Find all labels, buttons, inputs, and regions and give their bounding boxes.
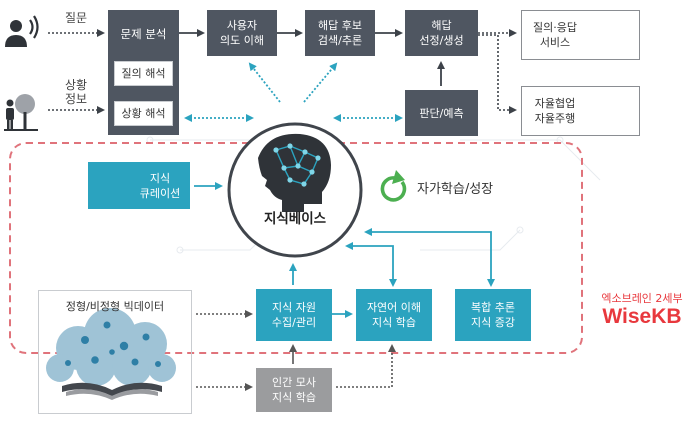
reason-line1: 복합 추론 [471,301,515,314]
query-interpret-text: 질의 해석 [121,67,166,80]
search-line2: 검색/추론 [317,34,363,47]
curation-line2: 큐레이션 [139,186,181,200]
situation-interpret-box[interactable]: 상황 해석 [114,101,173,126]
human-to-nlu-arrow [336,344,396,388]
collect-line2: 수집/관리 [271,316,317,329]
cycle-arrow-icon [380,170,407,202]
self-learning-label: 자가학습/성장 [417,182,494,197]
intent-line2: 의도 이해 [220,34,264,47]
search-box[interactable]: 해답 후보 검색/추론 [305,10,375,56]
kb-to-intent-connector [248,62,281,103]
nlu-line1: 자연어 이해 [366,301,422,314]
intent-box[interactable]: 사용자 의도 이해 [207,10,277,56]
to-auto-arrow [478,34,517,114]
bigdata-panel [38,290,192,414]
brand-subtitle: 엑소브레인 2세부 [601,292,683,305]
user-speaking-icon [5,15,39,47]
qa-service-label: 질의·응답 서비스 [523,12,587,58]
reason-line2: 지식 증강 [471,316,515,329]
human-line1: 인간 모사 [272,376,316,389]
problem-analysis-title: 문제 분석 [108,22,179,46]
kb-nlu-arrow [345,242,397,287]
qa-line1: 질의·응답 [533,21,577,34]
query-interpret-box[interactable]: 질의 해석 [114,61,173,86]
nlu-box[interactable]: 자연어 이해 지식 학습 [356,289,432,341]
book-wordcloud-icon [46,308,176,400]
select-line2: 선정/생성 [419,34,464,47]
situation-label-line1: 상황 [64,78,88,92]
qa-service-box[interactable] [521,10,640,60]
curation-box[interactable] [88,162,190,209]
brand-name: WiseKB [602,305,682,328]
question-label: 질문 [64,11,88,25]
judge-text: 판단/예측 [419,106,464,120]
kb-reason-arrow [364,228,495,287]
situation-label: 상황 정보 [56,78,96,106]
collect-box[interactable]: 지식 자원 수집/관리 [256,289,332,341]
select-box[interactable]: 해답 선정/생성 [405,10,478,56]
problem-analysis-title-text: 문제 분석 [120,26,167,41]
human-line2: 지식 학습 [272,391,316,404]
curation-line1: 지식 [149,171,171,185]
qa-line2: 서비스 [539,36,571,49]
auto-line2: 자율주행 [534,112,576,125]
judge-box[interactable]: 판단/예측 [405,90,478,136]
kb-to-search-connector [303,62,338,103]
situation-interpret-text: 상황 해석 [121,107,166,120]
situation-person-icon [4,94,38,131]
kb-title: 지식베이스 [263,211,327,227]
intent-line1: 사용자 [226,19,258,32]
curation-label: 지식 큐레이션 [132,164,188,207]
brain-head-icon [258,133,331,212]
human-learning-box[interactable]: 인간 모사 지식 학습 [256,368,332,412]
autonomous-label: 자율협업 자율주행 [523,88,587,134]
bigdata-title: 정형/비정형 빅데이터 [65,300,165,313]
auto-line1: 자율협업 [534,97,576,110]
situation-label-line2: 정보 [64,92,88,106]
autonomous-box[interactable] [521,86,640,136]
select-line1: 해답 [431,19,452,32]
search-line1: 해답 후보 [318,19,362,32]
nlu-line2: 지식 학습 [372,316,416,329]
reason-box[interactable]: 복합 추론 지식 증강 [455,289,531,341]
collect-line1: 지식 자원 [272,301,316,314]
